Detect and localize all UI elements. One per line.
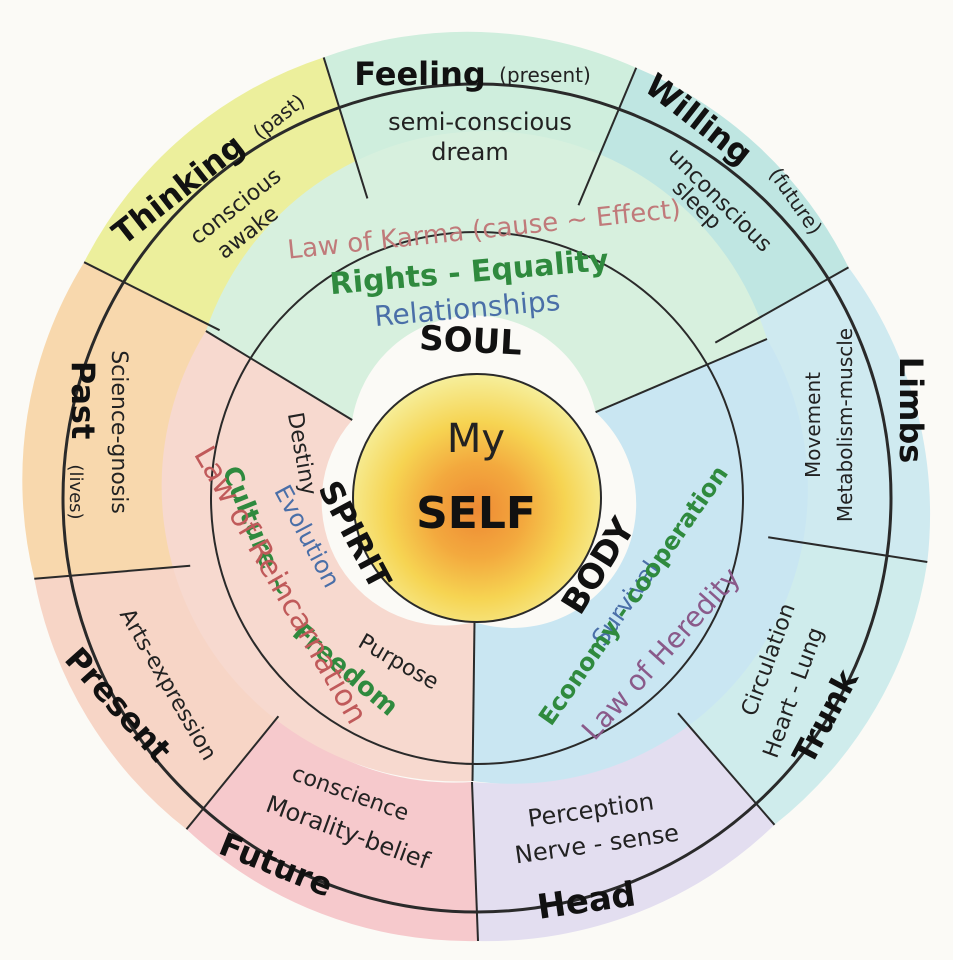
feeling-note: (present) bbox=[499, 63, 591, 87]
segment-spirit bbox=[161, 331, 475, 782]
segment-future bbox=[186, 716, 478, 942]
center-self: SELF bbox=[416, 488, 536, 539]
sun-center bbox=[352, 373, 602, 623]
past-title: Past bbox=[64, 361, 102, 440]
limbs-line1: Movement bbox=[801, 372, 825, 478]
soul-title: SOUL bbox=[418, 318, 523, 363]
feeling-title: Feeling bbox=[354, 55, 486, 93]
segment-body bbox=[472, 339, 808, 784]
past-note: (lives) bbox=[65, 464, 86, 519]
segment-head bbox=[472, 713, 775, 942]
segment-present bbox=[34, 565, 279, 830]
segment-soul bbox=[205, 131, 767, 421]
past-line1: Science-gnosis bbox=[106, 350, 131, 514]
segment-limbs bbox=[715, 267, 931, 562]
feeling-line2: dream bbox=[431, 138, 508, 166]
center-my: My bbox=[447, 416, 505, 462]
limbs-line2: Metabolism-muscle bbox=[833, 328, 857, 522]
segment-willing bbox=[578, 67, 849, 343]
feeling-line1: semi-conscious bbox=[388, 108, 572, 136]
segment-trunk bbox=[678, 537, 928, 825]
limbs-title: Limbs bbox=[892, 357, 930, 464]
